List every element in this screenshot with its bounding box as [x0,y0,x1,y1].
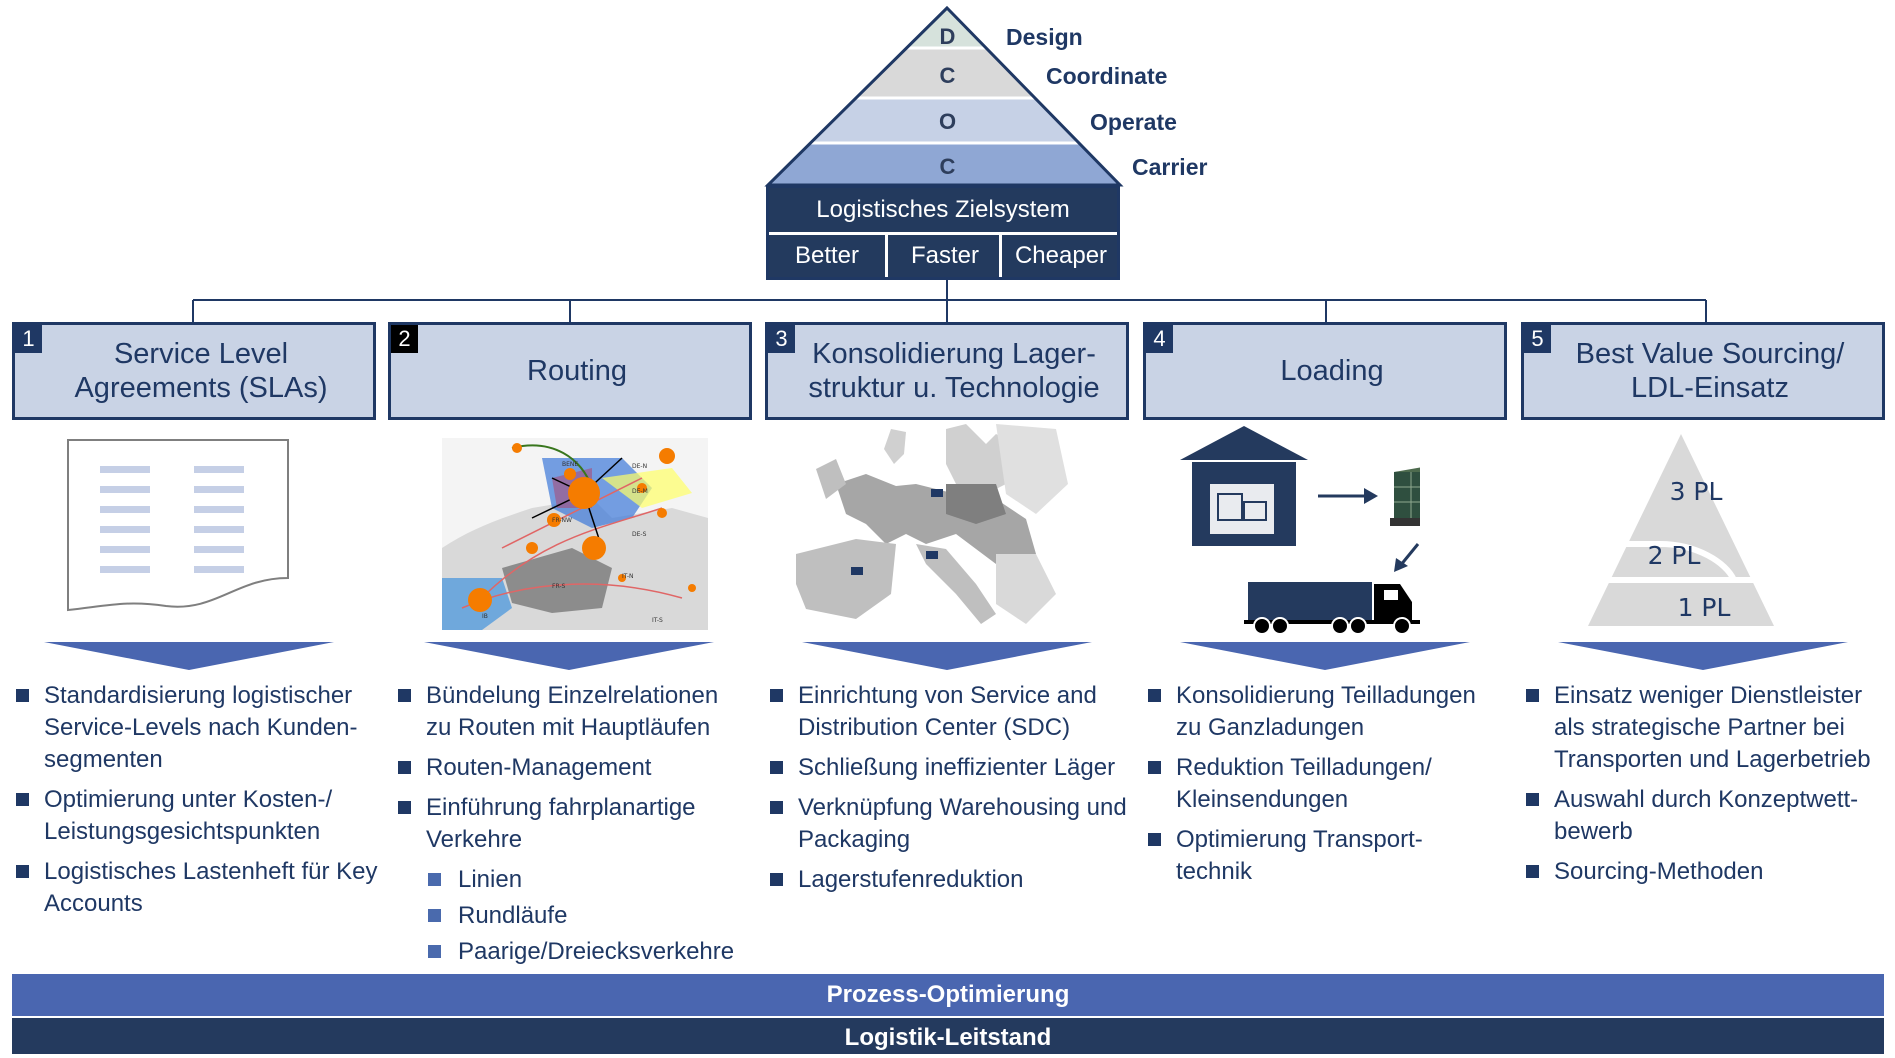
pillar-3-bullets: Einrichtung von Service and Distribution… [770,680,1132,904]
map-label-de-m: DE-M [632,488,648,495]
document-icon [67,439,289,612]
connector-lines [192,280,1707,322]
pillar-5-bullets: Einsatz weniger Dienstleister als strate… [1526,680,1888,896]
list-item: Konsolidierung Teilladungen zu Ganzladun… [1148,680,1498,744]
europe-map [796,424,1068,624]
pillar-title: Service Level Agreements (SLAs) [74,338,328,404]
pillar-4-bullets: Konsolidierung Teilladungen zu Ganzladun… [1148,680,1498,896]
house-base: Logistisches Zielsystem Better Faster Ch… [766,185,1120,280]
pl-label-3: 3 PL [1670,477,1723,506]
house-cell-cheaper: Cheaper [999,234,1120,277]
loading-illustration [1180,426,1420,634]
pl-pyramid: 3 PL 2 PL 1 PL [1588,434,1774,626]
list-item: Einführung fahrplanartige Verkehre [398,792,748,856]
pillar-2-bullets: Bündelung Einzelrelationen zu Routen mit… [398,680,748,972]
pillar-3-header: 3 Konsolidierung Lager-struktur u. Techn… [765,322,1129,420]
chevron-down-icon [424,642,714,670]
map-label-fr-s: FR-S [552,583,566,590]
house-cell-faster: Faster [885,234,1002,277]
pillar-5-header: 5 Best Value Sourcing/ LDL-Einsatz [1521,322,1885,420]
map-label-it-n: IT-N [622,573,634,580]
dcoc-letter-c2: C [939,154,956,179]
dcoc-roof [764,5,1124,187]
list-item: Sourcing-Methoden [1526,856,1888,888]
list-item: Reduktion Teilladungen/ Kleinsendungen [1148,752,1498,816]
pillar-title: Best Value Sourcing/ LDL-Einsatz [1575,338,1845,404]
sub-list-item: Rundläufe [398,900,748,932]
pillar-title: Konsolidierung Lager-struktur u. Technol… [808,338,1100,404]
dcoc-letter-o: O [938,109,957,134]
pillar-2-header: 2 Routing [388,322,752,420]
dcoc-letter-d: D [939,24,956,49]
routing-map: BENE DE-N DE-M FR-NW DE-S FR-S IT-N IT-S… [442,438,708,630]
list-item: Logistisches Lastenheft für Key Accounts [16,856,386,920]
map-label-de-s: DE-S [632,531,647,538]
pillar-number: 4 [1146,325,1173,353]
dcoc-letter-c1: C [939,63,956,88]
pl-label-2: 2 PL [1648,541,1701,570]
map-label-it-s: IT-S [652,617,663,624]
list-item: Schließung ineffizienter Läger [770,752,1132,784]
sub-list-item: Paarige/Dreiecksverkehre [398,936,748,968]
list-item: Bündelung Einzelrelationen zu Routen mit… [398,680,748,744]
pillar-number: 1 [15,325,42,353]
house-title: Logistisches Zielsystem [769,188,1117,235]
pillar-number: 2 [391,325,418,353]
list-item: Optimierung Transport-technik [1148,824,1498,888]
dcoc-word-operate: Operate [1090,109,1177,135]
process-optimization-bar: Prozess-Optimierung [12,974,1884,1016]
pillar-4-header: 4 Loading [1143,322,1507,420]
chevron-down-icon [802,642,1092,670]
list-item: Standardisierung logistischer Service-Le… [16,680,386,776]
pillar-title: Loading [1280,355,1384,387]
pillar-number: 3 [768,325,795,353]
house-cell-better: Better [794,242,860,269]
pillar-number: 5 [1524,325,1551,353]
dcoc-word-coordinate: Coordinate [1046,63,1168,89]
list-item: Einrichtung von Service and Distribution… [770,680,1132,744]
list-item: Verknüpfung Warehousing und Packaging [770,792,1132,856]
logistics-control-center-bar: Logistik-Leitstand [12,1018,1884,1054]
sub-list-item: Linien [398,864,748,896]
list-item: Lagerstufenreduktion [770,864,1132,896]
list-item: Routen-Management [398,752,748,784]
pillar-1-bullets: Standardisierung logistischer Service-Le… [16,680,386,928]
list-item: Auswahl durch Konzeptwett-bewerb [1526,784,1888,848]
chevron-down-icon [1180,642,1470,670]
map-label-bene: BENE [562,461,578,468]
chevron-down-icon [44,642,334,670]
pl-label-1: 1 PL [1678,593,1731,622]
chevron-down-icon [1558,642,1848,670]
map-label-ib: IB [482,613,488,620]
list-item: Einsatz weniger Dienstleister als strate… [1526,680,1888,776]
map-label-de-n: DE-N [632,463,647,470]
pillar-title: Routing [527,355,627,387]
dcoc-word-design: Design [1006,24,1083,50]
dcoc-word-carrier: Carrier [1132,154,1208,180]
list-item: Optimierung unter Kosten-/ Leistungsgesi… [16,784,386,848]
pillar-1-header: 1 Service Level Agreements (SLAs) [12,322,376,420]
map-label-fr-nw: FR-NW [552,517,572,524]
